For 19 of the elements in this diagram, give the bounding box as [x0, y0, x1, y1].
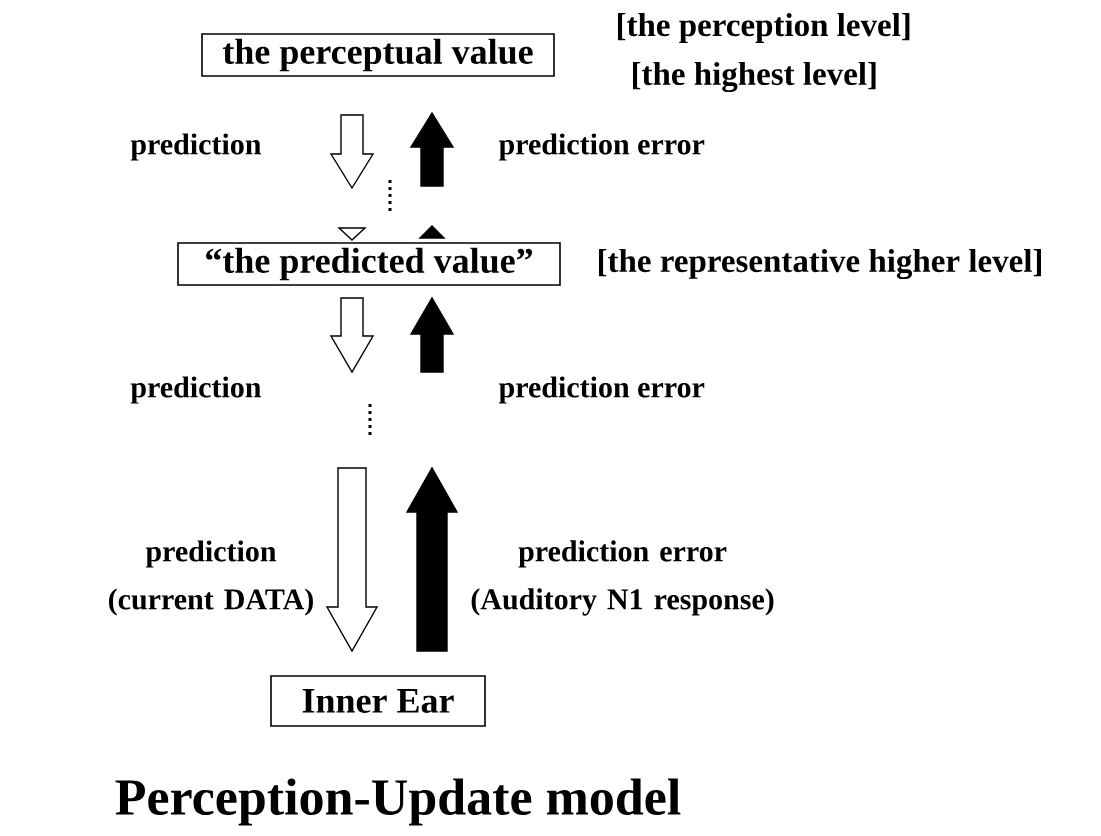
edge-label: prediction [130, 376, 262, 404]
level-box: the perceptual value [201, 33, 555, 77]
level-box: Inner Ear [270, 675, 486, 727]
level-label: [the highest level] [633, 61, 876, 93]
edge-label: prediction error [498, 133, 705, 161]
block-arrow [409, 111, 455, 239]
level-label: [the perception level] [618, 13, 910, 43]
block-arrow [409, 296, 455, 373]
block-arrow [325, 467, 379, 653]
block-arrow [329, 114, 375, 241]
block-arrow [405, 466, 459, 652]
level-label: [the representative higher level] [599, 248, 1041, 280]
level-box: “the predicted value” [177, 242, 561, 286]
edge-label: prediction error [498, 376, 705, 404]
edge-label: prediction (current DATA) [109, 540, 313, 616]
caption: Perception-Update model [115, 778, 681, 826]
block-arrow [329, 297, 375, 374]
edge-label: prediction [130, 133, 262, 161]
edge-label: prediction error (Auditory N1 response) [471, 540, 774, 616]
